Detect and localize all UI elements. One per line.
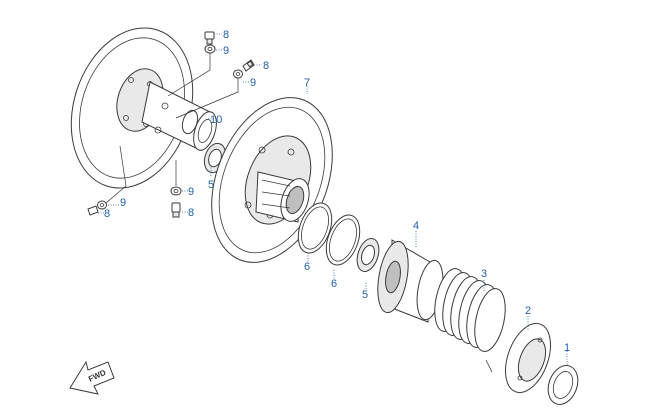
callout-9-left[interactable]: 9	[120, 197, 126, 209]
callout-5-left[interactable]: 5	[208, 179, 214, 191]
callout-1[interactable]: 1	[564, 342, 570, 354]
callout-10[interactable]: 10	[210, 114, 222, 126]
circlip-part-1	[547, 365, 579, 405]
callout-8-right[interactable]: 8	[263, 60, 269, 72]
callout-7[interactable]: 7	[304, 77, 310, 89]
oil-seal-part-5-right	[356, 238, 380, 272]
screw-8-right	[242, 59, 255, 72]
callout-8-left[interactable]: 8	[104, 208, 110, 220]
callout-8-bottom[interactable]: 8	[188, 207, 194, 219]
screw-8-bottom	[171, 202, 181, 218]
callout-6-left[interactable]: 6	[304, 261, 310, 273]
washer-9-left	[97, 200, 107, 210]
screw-8-left	[87, 205, 99, 216]
spring-part-3	[434, 268, 506, 373]
o-ring-part-6-left	[297, 202, 333, 254]
callout-labels: 1 2 3 4 5 5 6 6 7 8 8 8 8 9 9 9 9 10	[104, 29, 570, 354]
washer-9-top	[204, 44, 216, 54]
o-ring-part-6-right	[325, 214, 361, 266]
callout-3[interactable]: 3	[481, 268, 487, 280]
hardware-leaders	[105, 53, 239, 204]
washer-9-bottom	[170, 186, 182, 196]
forward-direction-arrow: FWD	[69, 360, 115, 395]
washer-9-right	[233, 69, 243, 79]
spring-seat-part-4	[377, 239, 444, 323]
callout-8-top[interactable]: 8	[223, 29, 229, 41]
callout-6-right[interactable]: 6	[331, 278, 337, 290]
fixed-sheave	[70, 27, 217, 189]
callout-2[interactable]: 2	[525, 305, 531, 317]
callout-4[interactable]: 4	[413, 220, 419, 232]
retainer-plate-part-2	[505, 322, 551, 394]
callout-9-right[interactable]: 9	[250, 77, 256, 89]
callout-9-bottom[interactable]: 9	[188, 186, 194, 198]
callout-lines	[98, 33, 568, 366]
callout-9-top[interactable]: 9	[223, 45, 229, 57]
screw-8-top	[204, 31, 215, 45]
callout-5-right[interactable]: 5	[362, 289, 368, 301]
